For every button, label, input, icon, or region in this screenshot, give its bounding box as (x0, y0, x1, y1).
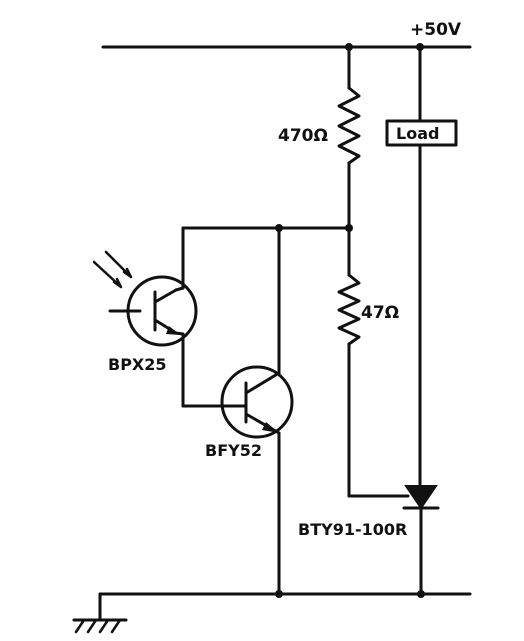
thyristor-symbol (402, 485, 440, 596)
thyristor-label: BTY91-100R (298, 520, 407, 539)
resistor-470-label: 470Ω (278, 126, 328, 146)
supply-voltage-label: +50V (410, 20, 462, 40)
load-label: Load (396, 124, 439, 143)
phototransistor-bpx25 (108, 226, 227, 408)
resistor-470 (337, 45, 361, 230)
light-rays-icon (92, 250, 133, 289)
resistor-47 (337, 226, 410, 498)
transistor-label: BFY52 (205, 441, 262, 460)
node-ground-transistor (275, 590, 283, 598)
phototransistor-label: BPX25 (108, 355, 167, 374)
transistor-bfy52 (220, 226, 294, 596)
node-ground-thyristor (417, 590, 425, 598)
resistor-47-label: 47Ω (361, 303, 399, 323)
ground-icon (72, 592, 128, 634)
